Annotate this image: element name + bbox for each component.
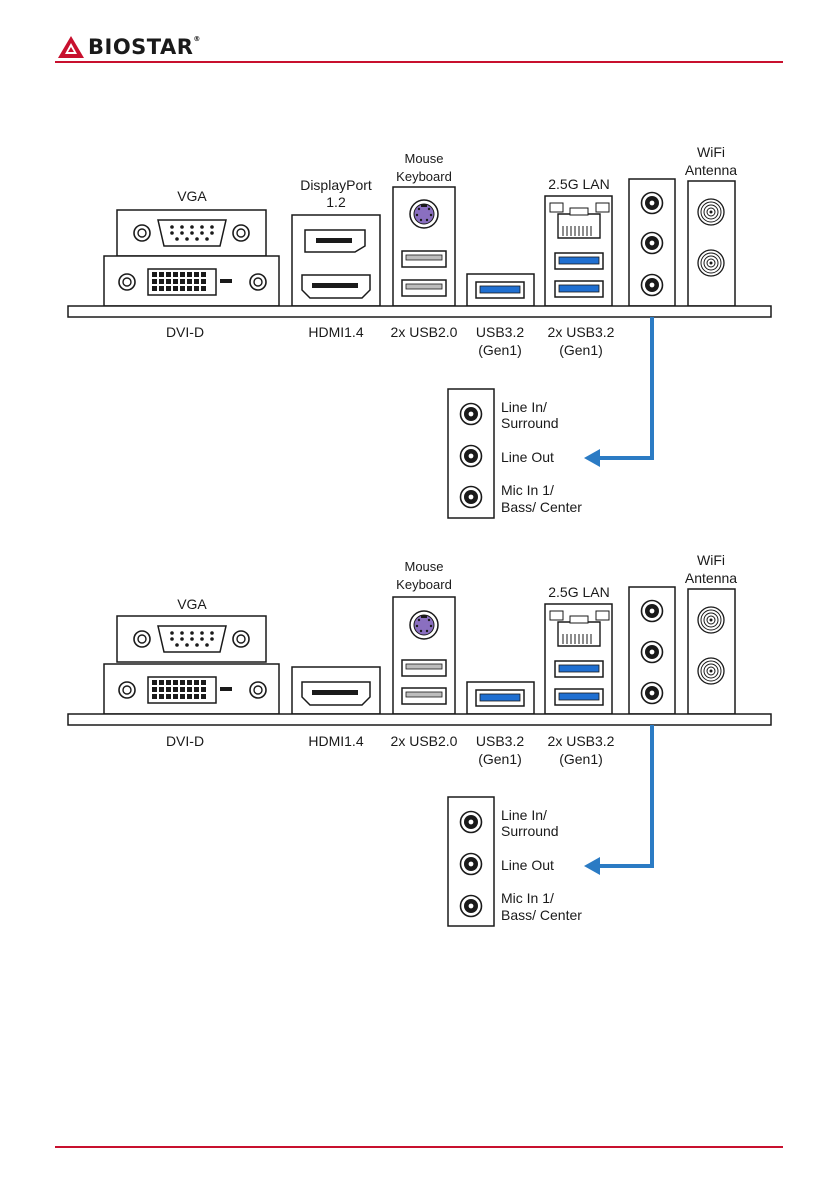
io-shield-bracket <box>67 713 772 726</box>
label-surround: Surround <box>501 823 559 839</box>
registered-mark: ® <box>193 35 201 43</box>
wifi-antenna-port <box>687 588 736 715</box>
ps2-usb20-port <box>392 596 456 715</box>
panel-bottom: VGA Mouse Keyboard 2.5G LAN WiFi Antenna <box>67 552 772 927</box>
lan-usb32-port <box>544 603 613 715</box>
label-antenna: Antenna <box>685 570 737 586</box>
label-line-in: Line In/ <box>501 807 547 823</box>
label-2x-usb32-gen: (Gen1) <box>559 751 603 767</box>
label-usb32-gen: (Gen1) <box>478 342 522 358</box>
audio-jack-stack <box>628 178 676 307</box>
label-keyboard: Keyboard <box>396 169 452 184</box>
brand-name: BIOSTAR® <box>88 35 201 59</box>
header-rule <box>55 61 783 63</box>
label-antenna: Antenna <box>685 162 737 178</box>
footer-rule <box>55 1146 783 1148</box>
label-dvi: DVI-D <box>166 733 204 749</box>
label-wifi: WiFi <box>697 144 725 160</box>
audio-callout-arrow <box>598 725 654 868</box>
audio-callout-arrow <box>598 317 654 460</box>
audio-jack-stack <box>628 586 676 715</box>
label-bass-center: Bass/ Center <box>501 907 582 923</box>
label-usb32: USB3.2 <box>476 733 524 749</box>
panel-top: VGA DisplayPort 1.2 Mouse Keyboard 2.5G … <box>67 144 772 519</box>
usb32-single-port <box>466 273 535 307</box>
label-line-out: Line Out <box>501 857 554 873</box>
displayport-hdmi-port <box>291 214 381 307</box>
vga-port <box>116 615 267 663</box>
wifi-antenna-port <box>687 180 736 307</box>
label-line-out: Line Out <box>501 449 554 465</box>
audio-callout: Line In/ Surround Line Out Mic In 1/ Bas… <box>447 388 582 519</box>
label-2x-usb32-gen: (Gen1) <box>559 342 603 358</box>
biostar-logo: BIOSTAR® <box>58 29 201 65</box>
label-hdmi: HDMI1.4 <box>308 733 363 749</box>
dvi-port <box>103 663 280 715</box>
label-hdmi: HDMI1.4 <box>308 324 363 340</box>
label-dvi: DVI-D <box>166 324 204 340</box>
label-wifi: WiFi <box>697 552 725 568</box>
label-keyboard: Keyboard <box>396 577 452 592</box>
lan-usb32-port <box>544 195 613 307</box>
label-mic-in: Mic In 1/ <box>501 482 554 498</box>
label-usb20: 2x USB2.0 <box>391 324 458 340</box>
hdmi-port <box>291 666 381 715</box>
ps2-usb20-port <box>392 186 456 307</box>
arrow-head-icon <box>584 857 600 875</box>
label-displayport: DisplayPort <box>300 177 372 193</box>
label-vga: VGA <box>177 188 207 204</box>
label-usb20: 2x USB2.0 <box>391 733 458 749</box>
label-usb32-gen: (Gen1) <box>478 751 522 767</box>
audio-callout: Line In/ Surround Line Out Mic In 1/ Bas… <box>447 796 582 927</box>
label-mouse: Mouse <box>404 151 443 166</box>
label-mouse: Mouse <box>404 559 443 574</box>
label-2x-usb32: 2x USB3.2 <box>548 324 615 340</box>
io-shield-bracket <box>67 305 772 318</box>
label-displayport-version: 1.2 <box>326 194 346 210</box>
label-bass-center: Bass/ Center <box>501 499 582 515</box>
label-lan: 2.5G LAN <box>548 176 609 192</box>
label-2x-usb32: 2x USB3.2 <box>548 733 615 749</box>
label-vga: VGA <box>177 596 207 612</box>
label-lan: 2.5G LAN <box>548 584 609 600</box>
arrow-head-icon <box>584 449 600 467</box>
label-surround: Surround <box>501 415 559 431</box>
label-usb32: USB3.2 <box>476 324 524 340</box>
page-header: BIOSTAR® <box>0 0 839 80</box>
label-mic-in: Mic In 1/ <box>501 890 554 906</box>
label-line-in: Line In/ <box>501 399 547 415</box>
dvi-port <box>103 255 280 307</box>
usb32-single-port <box>466 681 535 715</box>
biostar-triangle-icon <box>58 36 84 58</box>
vga-port <box>116 209 267 257</box>
